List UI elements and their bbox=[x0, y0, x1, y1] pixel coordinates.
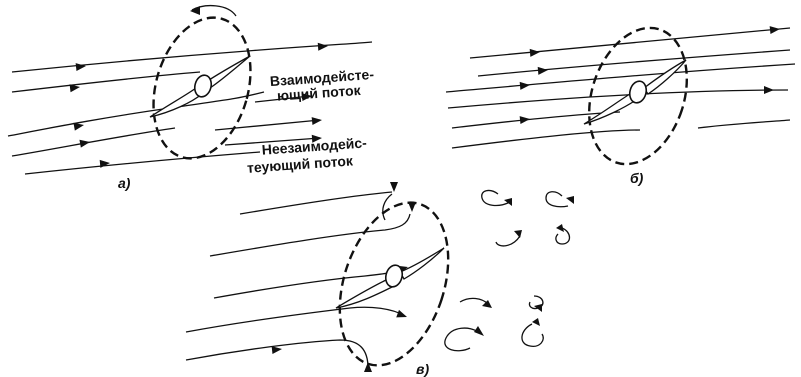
vortex bbox=[546, 192, 568, 207]
streamline bbox=[25, 152, 260, 174]
arrowhead bbox=[100, 159, 111, 168]
rotor-blade bbox=[644, 60, 686, 94]
vortex bbox=[482, 191, 510, 206]
streamline bbox=[12, 128, 175, 156]
tip-vortex-curl bbox=[383, 194, 392, 220]
streamline bbox=[478, 50, 790, 76]
arrowhead bbox=[764, 86, 774, 94]
arrowhead bbox=[538, 66, 549, 75]
stream-arrow bbox=[215, 120, 320, 130]
streamline bbox=[12, 72, 200, 92]
wake-vortices bbox=[445, 191, 574, 351]
streamline bbox=[698, 120, 790, 128]
rotor-blade bbox=[400, 248, 444, 279]
arrowhead bbox=[514, 230, 522, 238]
arrowhead bbox=[76, 62, 87, 71]
arrowhead bbox=[190, 6, 200, 15]
panel-b: б) bbox=[446, 15, 795, 186]
panel-c: в) bbox=[186, 182, 574, 377]
vortex bbox=[460, 298, 488, 304]
arrowhead bbox=[396, 310, 408, 321]
arrowhead bbox=[520, 115, 531, 124]
arrowhead bbox=[520, 81, 531, 90]
arrowhead bbox=[390, 182, 398, 192]
arrowhead bbox=[532, 318, 540, 326]
streamline bbox=[186, 307, 405, 332]
streamline bbox=[446, 64, 795, 92]
streamline bbox=[240, 192, 392, 214]
streamline bbox=[186, 340, 368, 368]
panel-label-c: в) bbox=[416, 361, 429, 377]
arrowhead bbox=[556, 224, 564, 232]
rotor-blade bbox=[336, 280, 392, 308]
rotor-blade bbox=[584, 94, 636, 124]
arrowhead bbox=[504, 198, 512, 206]
vortex bbox=[522, 324, 543, 346]
arrowhead bbox=[530, 48, 541, 57]
streamline bbox=[12, 42, 372, 72]
vortex bbox=[496, 236, 520, 246]
arrowhead bbox=[474, 326, 484, 336]
panel-label-b: б) bbox=[630, 170, 644, 186]
arrowhead bbox=[318, 42, 329, 51]
panel-label-a: а) bbox=[118, 175, 131, 191]
panel-a: Взаимодейсте- ющий поток Неезаимодейс- т… bbox=[8, 6, 376, 191]
rotor-blade bbox=[150, 88, 202, 117]
annotation-noninteracting: Неезаимодейс- теующий поток bbox=[245, 134, 368, 175]
annotation-interacting: Взаимодейсте- ющий поток bbox=[269, 66, 375, 104]
streamline bbox=[452, 130, 640, 148]
arrowhead bbox=[312, 116, 323, 125]
arrowhead bbox=[566, 196, 574, 204]
rotor-blade bbox=[206, 56, 250, 88]
streamline bbox=[210, 214, 410, 256]
vortex bbox=[445, 328, 478, 351]
arrowhead bbox=[770, 25, 781, 34]
